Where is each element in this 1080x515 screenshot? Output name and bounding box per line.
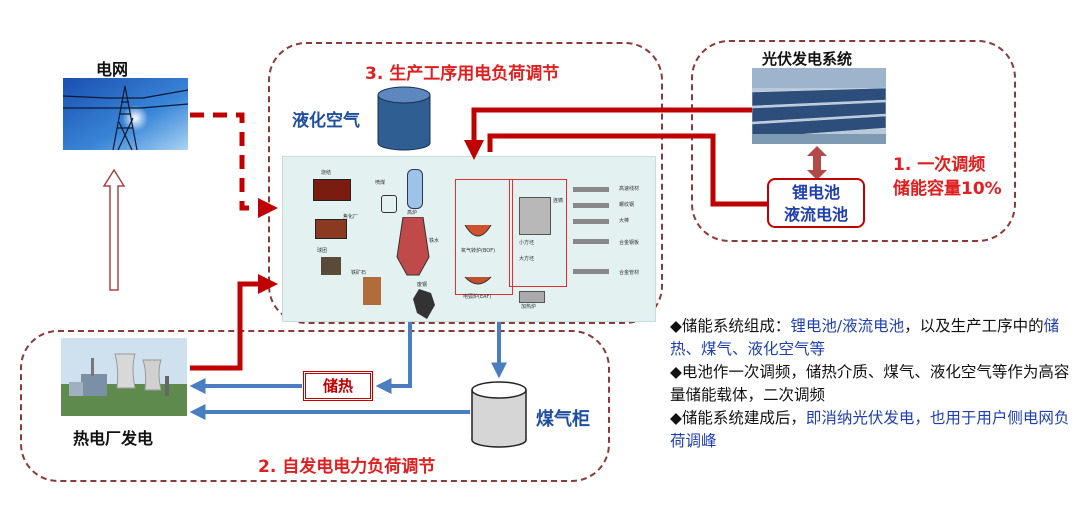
sinter-unit: [313, 179, 351, 201]
large-billet-label: 大方坯: [519, 256, 535, 262]
note-item: ◆储能系统建成后，即消纳光伏发电，也用于用户侧电网负荷调峰: [670, 407, 1075, 453]
blast-furnace-label: 高炉: [407, 210, 418, 216]
self-power-region-title: 2. 自发电电力负荷调节: [258, 457, 436, 477]
grid-label: 电网: [96, 60, 129, 79]
note-text: ◆电池作一次调频，储热介质、煤气、液化空气等作为高容量储能载体，二次调频: [670, 363, 1070, 404]
note-text: ，以及生产工序中的: [904, 317, 1044, 335]
scrap-icon: [413, 289, 435, 319]
bof-label: 氧气转炉(BOF): [461, 248, 496, 254]
heat-storage-box: 储热: [303, 371, 373, 401]
product-5: 合金管材: [619, 270, 640, 276]
rolling-line-2: [573, 203, 609, 208]
notes-panel: ◆储能系统组成：锂电池/液流电池，以及生产工序中的储热、煤气、液化空气等◆电池作…: [670, 315, 1075, 453]
steel-plant-panel: 烧结 焦化厂 球团 铁矿石 喷煤 高炉 铁水 废钢 氧气转炉(BOF) 电弧炉(…: [282, 156, 656, 322]
eaf-icon: [464, 276, 492, 285]
gas-holder-label: 煤气柜: [536, 409, 590, 430]
thermal-plant-image: [61, 338, 187, 416]
product-2: 螺纹钢: [619, 202, 635, 208]
hot-metal-label: 铁水: [429, 238, 440, 244]
ore-label: 铁矿石: [351, 270, 367, 276]
pellet-unit: [321, 257, 341, 275]
product-4: 合金钢板: [619, 240, 640, 246]
note-item: ◆电池作一次调频，储热介质、煤气、液化空气等作为高容量储能载体，二次调频: [670, 361, 1075, 407]
solar-image: [751, 68, 887, 144]
self-power-region: [20, 330, 610, 482]
liquid-air-label: 液化空气: [292, 111, 360, 131]
battery-solar-double-arrow: [807, 146, 827, 180]
note-text: 锂电池/液流电池: [790, 317, 905, 335]
coal-label: 喷煤: [375, 180, 386, 186]
small-billet-label: 小方坯: [519, 240, 535, 246]
battery-line2: 液流电池: [783, 205, 848, 224]
battery-box: 锂电池 液流电池: [767, 178, 865, 228]
product-3: 大棒: [619, 218, 630, 224]
air-separator-unit: [407, 169, 423, 209]
coal-unit: [381, 195, 397, 213]
rolling-line-5: [573, 269, 609, 274]
grid-to-plant-arrow: [190, 112, 278, 218]
note-text: ◆储能系统建成后，: [670, 409, 806, 427]
solar-panel-icon: [751, 68, 887, 144]
liquid-air-tank-icon: [377, 86, 431, 151]
rolling-line-4: [573, 239, 609, 244]
grid-image: [62, 78, 189, 151]
ore-unit: [363, 277, 381, 305]
rolling-line-1: [573, 187, 609, 192]
bof-eaf-box: [455, 179, 513, 295]
caster-unit: [519, 197, 551, 235]
freq-note-line2: 储能容量10%: [893, 179, 1002, 199]
power-plant-icon: [61, 338, 187, 416]
solar-region-title: 光伏发电系统: [762, 50, 853, 68]
scrap-label: 废钢: [417, 282, 428, 288]
product-1: 高速线材: [619, 186, 640, 192]
note-text: 即消纳光伏发电，也用于用户侧电网负荷调峰: [670, 409, 1070, 450]
note-text: 储热、煤气、液化空气等: [670, 317, 1060, 358]
power-tower-icon: [62, 78, 189, 151]
heating-label: 加热炉: [521, 304, 537, 310]
bof-icon: [464, 224, 492, 237]
blast-furnace-icon: [396, 217, 430, 276]
note-text: ◆储能系统组成：: [670, 317, 791, 335]
casting-label: 连铸: [553, 198, 564, 204]
rolling-line-3: [573, 219, 609, 224]
grid-up-arrow: [102, 168, 126, 291]
pellet-label: 球团: [317, 248, 328, 254]
battery-line1: 锂电池: [791, 183, 840, 202]
notes-list: ◆储能系统组成：锂电池/液流电池，以及生产工序中的储热、煤气、液化空气等◆电池作…: [670, 315, 1075, 453]
sinter-label: 烧结: [321, 170, 332, 176]
production-region-title: 3. 生产工序用电负荷调节: [365, 64, 560, 84]
coke-unit: [315, 219, 347, 239]
freq-note-line1: 1. 一次调频: [893, 155, 986, 175]
note-item: ◆储能系统组成：锂电池/液流电池，以及生产工序中的储热、煤气、液化空气等: [670, 315, 1075, 361]
eaf-label: 电弧炉(EAF): [463, 294, 492, 300]
thermal-plant-label: 热电厂发电: [73, 429, 154, 448]
gas-holder-icon: [471, 381, 527, 448]
coke-label: 焦化厂: [343, 214, 359, 220]
heating-unit: [519, 291, 545, 303]
